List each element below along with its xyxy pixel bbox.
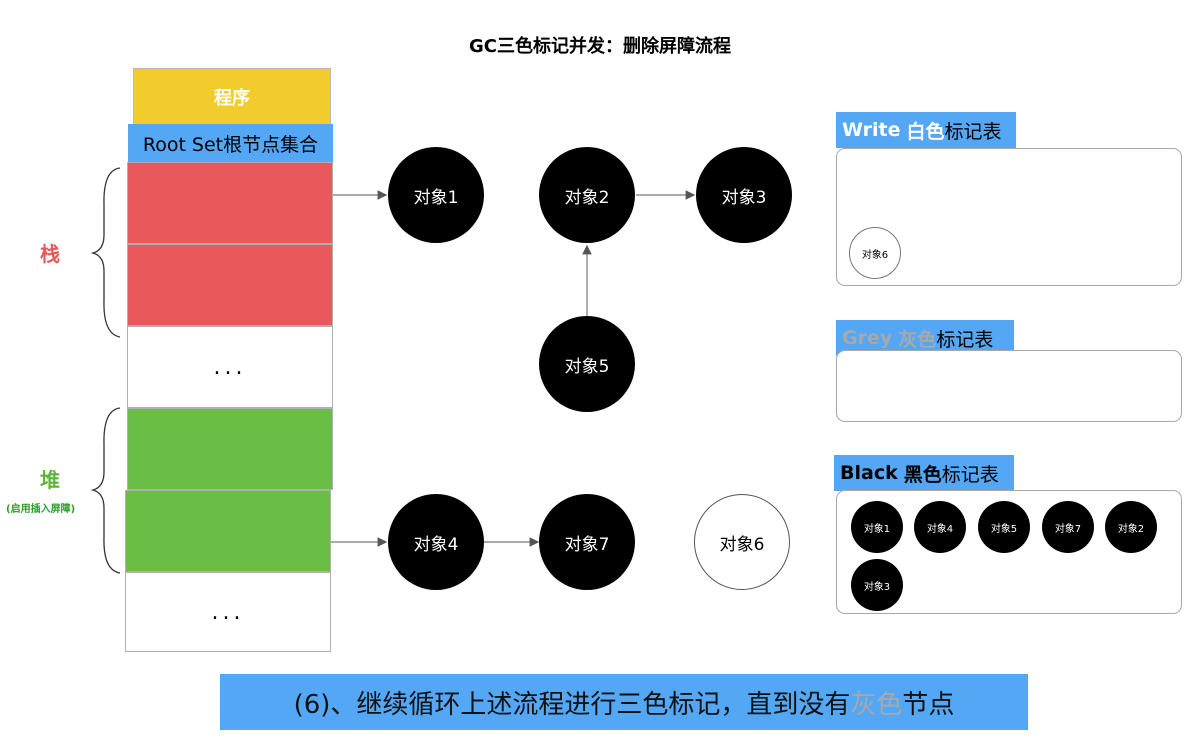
caption-suffix: 节点 — [902, 689, 955, 720]
black-table-color-word: 黑色 — [903, 463, 942, 486]
heap-brace — [90, 407, 121, 574]
program-box: 程序 — [133, 68, 331, 126]
object-1-node: 对象1 — [388, 147, 484, 243]
black-table-label: Black 黑色标记表 — [834, 455, 1014, 491]
heap-ellipsis-cell: ... — [125, 572, 331, 652]
black-table-item-object1: 对象1 — [851, 501, 903, 553]
heap-sub-label: (启用插入屏障) — [6, 504, 76, 515]
heap-cell-1 — [127, 408, 333, 490]
step-caption: (6)、继续循环上述流程进行三色标记，直到没有灰色节点 — [220, 674, 1028, 730]
black-table-item-object5: 对象5 — [978, 501, 1030, 553]
heap-label: 堆 — [40, 468, 60, 492]
black-table-panel: 对象1 对象4 对象5 对象7 对象2 对象3 — [836, 490, 1182, 614]
white-table-item-object6: 对象6 — [849, 227, 901, 279]
caption-highlight: 灰色 — [850, 689, 903, 720]
white-table-color-word: 白色 — [906, 120, 945, 143]
black-table-item-object3: 对象3 — [851, 559, 903, 611]
stack-label: 栈 — [40, 242, 60, 266]
object-6-node: 对象6 — [694, 494, 790, 590]
black-table-item-object7: 对象7 — [1042, 501, 1094, 553]
diagram-title: GC三色标记并发：删除屏障流程 — [469, 36, 731, 57]
heap-cell-2 — [125, 490, 331, 572]
stack-cell-2 — [127, 244, 333, 326]
black-table-item-object2: 对象2 — [1105, 501, 1157, 553]
grey-table-name: Grey — [842, 327, 893, 349]
object-2-node: 对象2 — [539, 147, 635, 243]
grey-table-suffix: 标记表 — [936, 328, 994, 351]
stack-brace — [90, 167, 121, 338]
black-table-suffix: 标记表 — [941, 463, 999, 486]
grey-table-color-word: 灰色 — [898, 328, 937, 351]
grey-table-label: Grey 灰色标记表 — [836, 320, 1014, 356]
object-7-node: 对象7 — [539, 494, 635, 590]
object-4-node: 对象4 — [388, 494, 484, 590]
white-table-name: Write — [842, 119, 901, 141]
stack-cell-1 — [127, 162, 333, 244]
stack-ellipsis-cell: ... — [127, 326, 333, 408]
object-5-node: 对象5 — [539, 316, 635, 412]
black-table-name: Black — [840, 462, 898, 484]
root-set-label: Root Set根节点集合 — [128, 124, 333, 162]
caption-prefix: (6)、继续循环上述流程进行三色标记，直到没有 — [293, 689, 851, 720]
object-3-node: 对象3 — [696, 147, 792, 243]
white-table-suffix: 标记表 — [944, 120, 1002, 143]
grey-table-panel — [836, 350, 1182, 422]
black-table-item-object4: 对象4 — [914, 501, 966, 553]
white-table-panel: 对象6 — [836, 148, 1182, 286]
white-table-label: Write 白色标记表 — [836, 112, 1016, 148]
